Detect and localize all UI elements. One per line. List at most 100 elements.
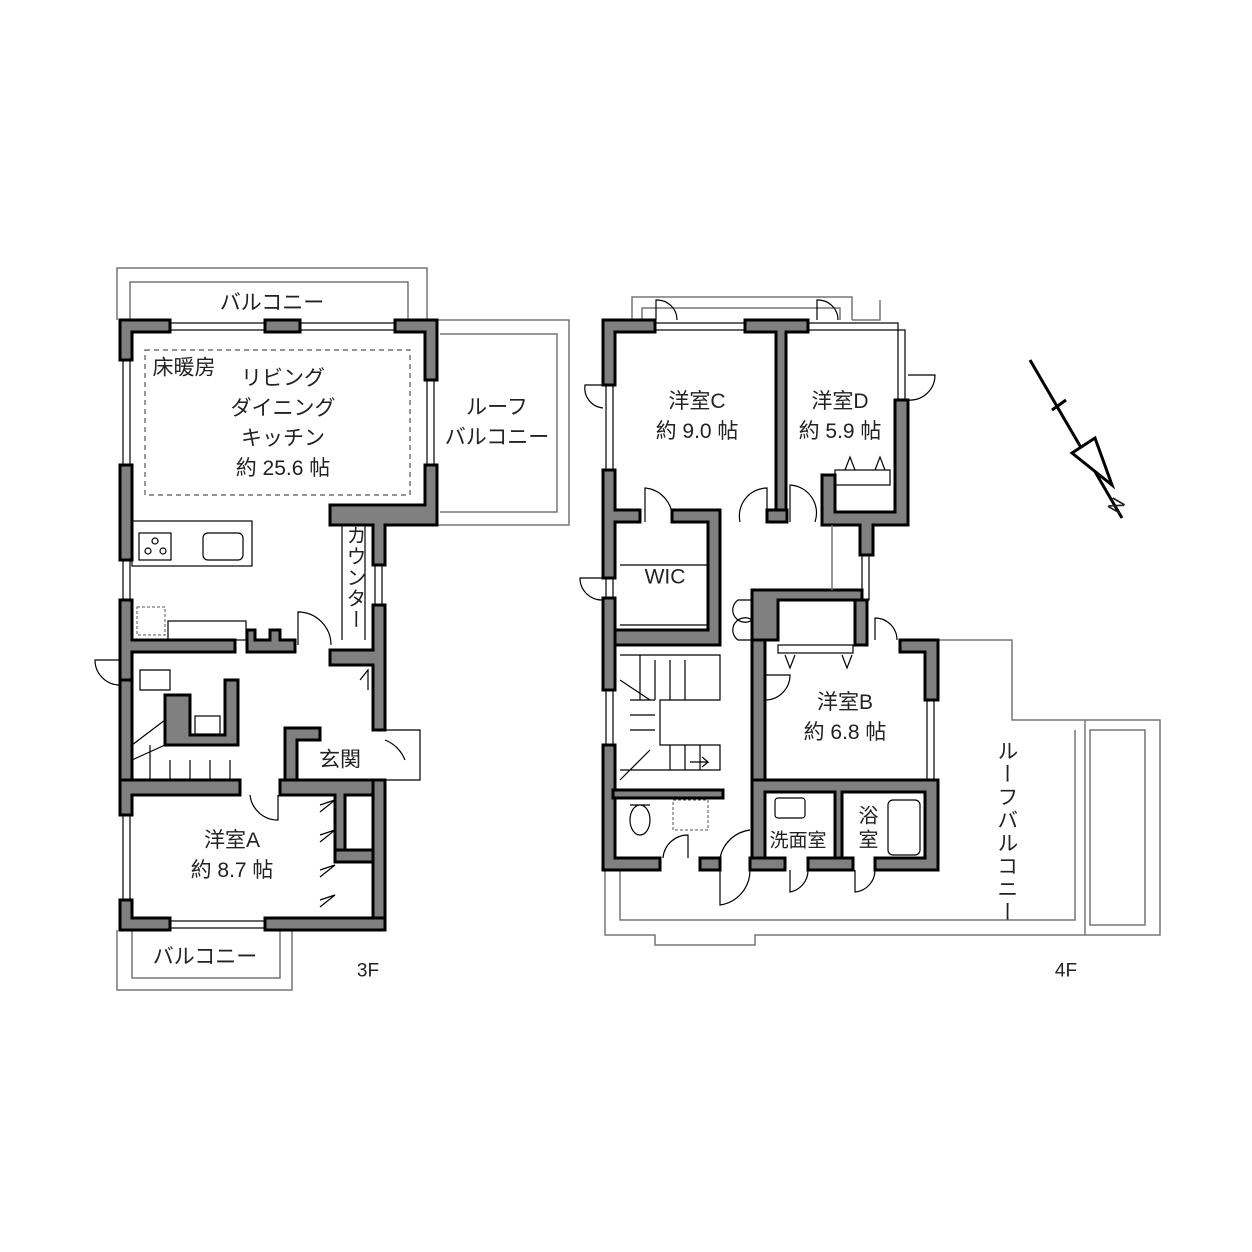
door-swing [719, 869, 751, 906]
wall [118, 778, 242, 817]
room-c-name: 洋室C [668, 390, 726, 413]
floor-3f-drawing [94, 267, 570, 991]
door-swing [94, 659, 121, 686]
wall [278, 778, 387, 852]
window [299, 322, 396, 331]
window [654, 322, 746, 331]
bathroom-label: 浴室 [855, 805, 877, 853]
wall [898, 638, 940, 702]
wall [601, 743, 662, 872]
entrance-label: 玄関 [319, 748, 361, 772]
wall [328, 603, 387, 732]
roof-balcony-3f-label: ルーフ バルコニー [445, 393, 550, 453]
wall [118, 678, 134, 792]
door-swing [662, 834, 689, 859]
roof-balcony-line2: バルコニー [444, 426, 550, 449]
door-swing [579, 577, 604, 601]
door-swing [816, 299, 839, 321]
floor-4f-drawing [579, 296, 1161, 946]
door-swing [249, 794, 279, 821]
window [122, 359, 131, 466]
door-swing [789, 484, 818, 523]
wall [245, 628, 297, 654]
door-swing [297, 611, 332, 646]
door-swing [732, 599, 754, 641]
closet-door-marks [359, 668, 369, 690]
window [926, 699, 935, 781]
balcony-bottom-outline [116, 930, 293, 991]
wall [283, 726, 322, 787]
closet-door-marks [844, 455, 886, 471]
wall [118, 318, 172, 362]
door-swing [874, 617, 898, 641]
fridge-space [136, 606, 166, 636]
roof-balcony-4f-label: ルーフバルコニー [994, 740, 1018, 924]
ldk-line2: ダイニング [230, 397, 336, 420]
door-swing [719, 829, 751, 859]
floor-3f-label: 3F [356, 960, 380, 982]
stairs [131, 669, 231, 780]
balcony-top-outline [116, 267, 428, 320]
wall [748, 856, 787, 872]
roof-balcony-outline [437, 319, 570, 526]
sink-icon [202, 532, 244, 561]
bathtub-icon [887, 799, 921, 856]
entrance-door [384, 729, 421, 781]
wall [750, 778, 940, 872]
door-swing [584, 384, 604, 409]
wall [118, 898, 172, 932]
ldk-line3: キッチン [241, 427, 325, 450]
window [169, 322, 266, 331]
burner [151, 537, 159, 545]
closet-b [777, 644, 854, 654]
wall [611, 788, 725, 800]
window [605, 689, 614, 746]
burner [144, 547, 152, 555]
wall [750, 588, 864, 642]
wall [393, 318, 439, 382]
room-d-name: 洋室D [811, 390, 869, 413]
window [374, 564, 383, 606]
closet-door-marks [319, 799, 336, 908]
closet-door-marks [784, 654, 853, 670]
balcony-4f-outline [631, 296, 881, 321]
north-arrow-icon [1028, 359, 1124, 519]
room-b-name: 洋室B [816, 691, 873, 714]
balcony-bottom-label: バルコニー [152, 945, 258, 969]
wall [263, 916, 387, 932]
door-swing [738, 487, 768, 523]
wall [765, 508, 789, 524]
room-b-area: 約 6.8 帖 [803, 721, 887, 744]
cupboard [167, 620, 247, 641]
floor-heating-label: 床暖房 [152, 356, 216, 380]
window [605, 577, 614, 599]
roof-balcony-4f-outline [604, 639, 1161, 946]
room-c-label: 洋室C 約 9.0 帖 [656, 387, 739, 447]
wall [371, 778, 387, 932]
washer-space [672, 799, 709, 831]
wall [750, 638, 767, 782]
wall [806, 856, 855, 872]
wall [698, 856, 722, 872]
wall [163, 678, 240, 747]
room-d-label: 洋室D 約 5.9 帖 [799, 387, 882, 447]
room-d-area: 約 5.9 帖 [798, 420, 882, 443]
window [605, 384, 614, 471]
floor-4f-label: 4F [1054, 960, 1078, 982]
wall [820, 398, 910, 557]
window [426, 379, 435, 466]
washbasin-icon [774, 797, 806, 819]
kitchen-counter [131, 520, 253, 567]
room-c-area: 約 9.0 帖 [655, 420, 739, 443]
stairs-4f [619, 654, 721, 781]
window [122, 814, 131, 901]
wall [601, 468, 642, 580]
wall [118, 463, 134, 562]
door-swing [789, 869, 809, 893]
closet-d [834, 469, 891, 486]
room-a-name: 洋室A [203, 829, 260, 852]
burner [159, 547, 167, 555]
door-swing [655, 299, 678, 321]
